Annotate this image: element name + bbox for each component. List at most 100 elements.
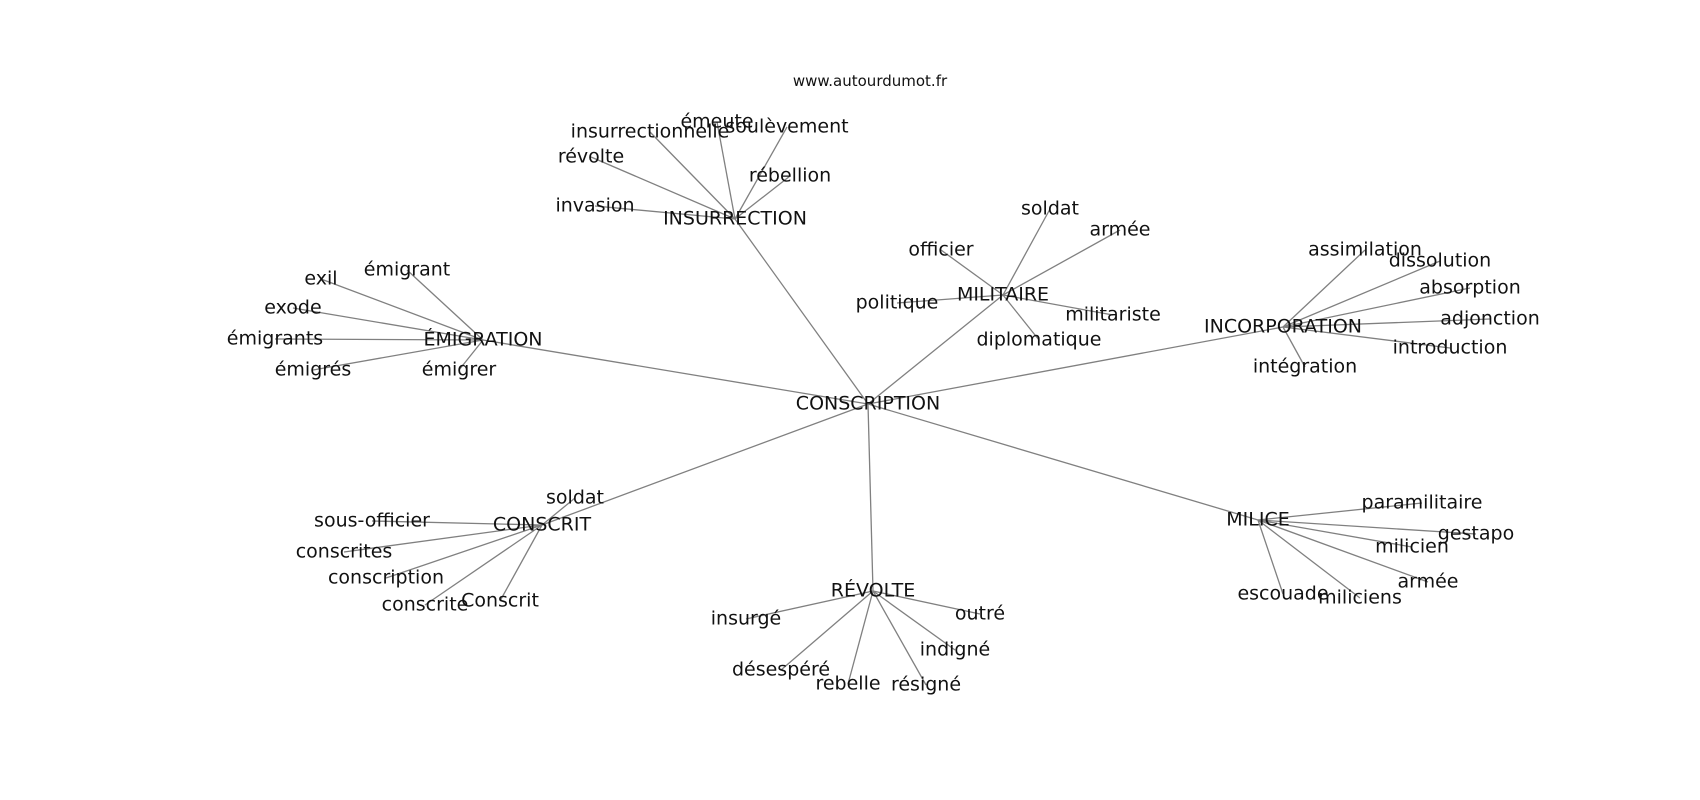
edge-0-2	[734, 126, 788, 220]
leaf-word[interactable]: soldat	[1021, 198, 1079, 220]
edge-0-5	[594, 205, 736, 220]
edge-5-3	[780, 590, 874, 671]
edge-1-5	[1002, 294, 1040, 341]
edge-3-2	[292, 307, 484, 341]
leaf-word[interactable]: conscrite	[382, 594, 469, 616]
labels: CONSCRIPTION INSURRECTION insurrectionnell…	[227, 111, 1540, 696]
edge-1-4	[1002, 294, 1114, 316]
leaf-word[interactable]: insurrectionnelle	[571, 121, 730, 143]
leaf-word[interactable]: résigné	[891, 674, 961, 696]
hub-word[interactable]: INCORPORATION	[1204, 316, 1362, 338]
leaf-word[interactable]: révolte	[558, 146, 624, 168]
edge-center-0	[734, 218, 869, 405]
edge-5-5	[872, 590, 927, 686]
edge-center-1	[867, 294, 1004, 405]
edge-center-6	[867, 403, 1259, 521]
leaf-word[interactable]: introduction	[1393, 337, 1508, 359]
leaf-word[interactable]: exil	[304, 268, 337, 290]
edge-2-5	[1282, 326, 1306, 368]
leaf-word[interactable]: émeute	[680, 111, 753, 133]
leaf-word[interactable]: absorption	[1419, 277, 1521, 299]
leaf-word[interactable]: émigrants	[227, 328, 323, 350]
edge-0-4	[734, 175, 791, 220]
leaf-word[interactable]: armée	[1397, 571, 1458, 593]
leaf-word[interactable]: politique	[856, 292, 939, 314]
leaf-word[interactable]: soulèvement	[725, 116, 848, 138]
edge-6-2	[1257, 519, 1413, 548]
edge-4-3	[385, 524, 543, 579]
source-credit: www.autourdumot.fr	[792, 72, 948, 90]
edges	[274, 121, 1491, 686]
edge-5-4	[847, 590, 874, 685]
leaf-word[interactable]: gestapo	[1438, 523, 1514, 545]
edge-6-0	[1257, 502, 1423, 521]
edge-5-1	[872, 590, 981, 615]
edge-4-2	[343, 524, 543, 553]
leaf-word[interactable]: émigrés	[275, 359, 352, 381]
edge-2-4	[1282, 326, 1451, 349]
edge-5-2	[872, 590, 956, 651]
leaf-word[interactable]: conscrites	[296, 541, 393, 563]
edge-6-5	[1257, 519, 1361, 599]
leaf-word[interactable]: Conscrit	[461, 590, 539, 612]
edge-center-5	[867, 403, 874, 592]
leaf-word[interactable]: assimilation	[1308, 239, 1422, 261]
leaf-word[interactable]: émigrant	[364, 259, 450, 281]
leaf-word[interactable]: sous-officier	[314, 510, 430, 532]
edge-center-3	[482, 339, 869, 405]
leaf-word[interactable]: militariste	[1065, 304, 1161, 326]
hub-word[interactable]: ÉMIGRATION	[423, 328, 542, 351]
leaf-word[interactable]: invasion	[555, 195, 634, 217]
hub-word[interactable]: RÉVOLTE	[831, 579, 915, 602]
edge-2-1	[1282, 260, 1441, 328]
leaf-word[interactable]: intégration	[1253, 356, 1357, 378]
edge-1-1	[1002, 229, 1121, 296]
edge-3-5	[458, 339, 484, 371]
edge-3-4	[312, 339, 484, 371]
leaf-word[interactable]: rebelle	[815, 673, 880, 695]
leaf-word[interactable]: exode	[264, 297, 321, 319]
leaf-word[interactable]: armée	[1089, 219, 1150, 241]
hub-word[interactable]: CONSCRIT	[493, 514, 592, 536]
leaf-word[interactable]: dissolution	[1389, 250, 1491, 272]
leaf-word[interactable]: conscription	[328, 567, 444, 589]
leaf-word[interactable]: escouade	[1237, 583, 1328, 605]
leaf-word[interactable]: désespéré	[732, 659, 830, 681]
edge-1-3	[896, 294, 1004, 304]
edge-4-5	[499, 524, 543, 602]
edge-3-3	[274, 338, 484, 341]
leaf-word[interactable]: soldat	[546, 487, 604, 509]
leaf-word[interactable]: paramilitaire	[1362, 492, 1483, 514]
edge-0-1	[716, 121, 736, 220]
leaf-word[interactable]: officier	[908, 239, 973, 261]
edge-0-0	[649, 131, 736, 220]
leaf-word[interactable]: indigné	[920, 639, 990, 661]
edge-0-3	[590, 156, 736, 220]
leaf-word[interactable]: émigrer	[422, 359, 497, 381]
edge-2-0	[1282, 249, 1366, 328]
leaf-word[interactable]: outré	[955, 603, 1005, 625]
leaf-word[interactable]: milicien	[1375, 536, 1449, 558]
edge-3-0	[406, 269, 484, 341]
leaf-word[interactable]: adjonction	[1440, 308, 1540, 330]
edge-2-3	[1282, 318, 1491, 328]
hub-word[interactable]: INSURRECTION	[663, 208, 807, 230]
leaf-word[interactable]: rébellion	[749, 165, 831, 187]
leaf-word[interactable]: miliciens	[1318, 587, 1402, 609]
edge-6-1	[1257, 519, 1477, 535]
edge-4-4	[424, 524, 543, 606]
edge-4-1	[371, 520, 543, 526]
edge-2-2	[1282, 287, 1471, 328]
hub-word[interactable]: MILICE	[1226, 509, 1289, 531]
edge-6-4	[1257, 519, 1284, 595]
edge-3-1	[320, 278, 484, 341]
edge-4-0	[541, 497, 576, 526]
leaf-word[interactable]: insurgé	[711, 608, 782, 630]
center-word[interactable]: CONSCRIPTION	[796, 393, 940, 415]
edge-center-2	[867, 326, 1284, 405]
leaf-word[interactable]: diplomatique	[977, 329, 1102, 351]
edge-6-3	[1257, 519, 1429, 583]
hub-word[interactable]: MILITAIRE	[957, 284, 1049, 306]
edge-center-4	[541, 403, 869, 526]
